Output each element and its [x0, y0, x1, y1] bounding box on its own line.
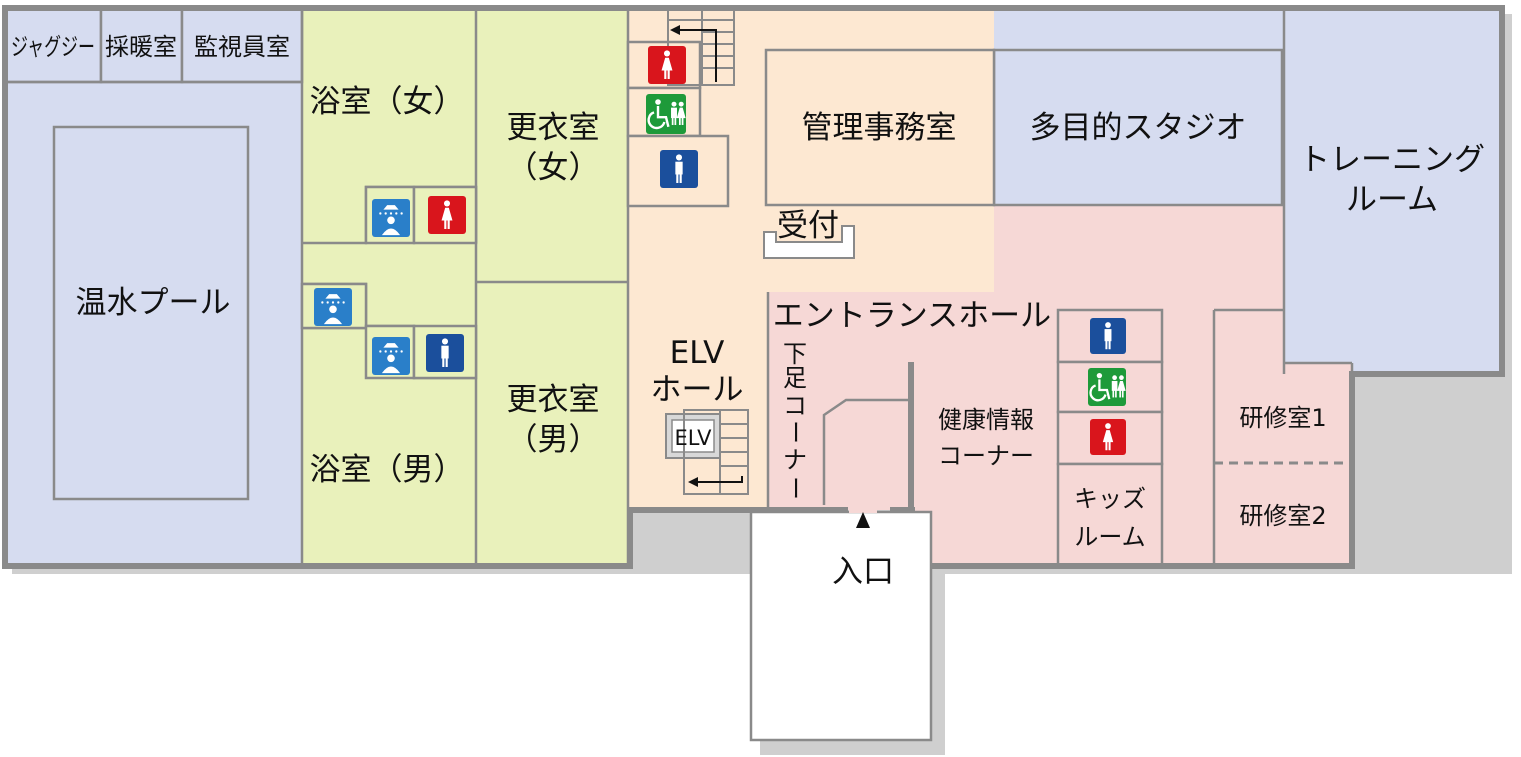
training-zone — [1284, 8, 1502, 374]
svg-text:足: 足 — [783, 364, 807, 392]
label-elv-hall-1: ELV — [670, 335, 725, 371]
entrance-porch — [749, 510, 933, 742]
jacuzzi-room — [3, 6, 103, 84]
label-lifeguard-room: 監視員室 — [194, 33, 290, 61]
entrance-arrow-icon — [856, 512, 870, 528]
toilet-male-icon — [660, 150, 698, 188]
label-study-room-1: 研修室1 — [1239, 404, 1326, 432]
label-management-office: 管理事務室 — [802, 110, 957, 146]
label-kids-room-1: キッズ — [1074, 485, 1146, 513]
toilet-female-icon — [648, 46, 686, 84]
label-locker-female-2: （女） — [507, 150, 600, 186]
shower-icon — [314, 288, 352, 326]
svg-text:ー: ー — [781, 420, 809, 444]
reception-counter — [763, 225, 855, 259]
label-training-room-2: ルーム — [1346, 182, 1438, 218]
svg-text:ナ: ナ — [783, 446, 807, 474]
svg-text:コ: コ — [783, 392, 807, 420]
svg-text:下: 下 — [783, 340, 807, 368]
label-warming-room: 採暖室 — [105, 33, 177, 61]
label-bath-female: 浴室（女） — [310, 84, 465, 120]
label-shoe-corner: 下 足 コ ー ナ ー — [781, 340, 809, 500]
label-entrance: 入口 — [832, 554, 894, 590]
label-warm-pool: 温水プール — [76, 285, 231, 321]
toilet-accessible-icon — [646, 94, 686, 134]
studio-top-strip — [994, 8, 1284, 50]
label-reception: 受付 — [777, 208, 839, 244]
entrance-door — [849, 505, 877, 513]
toilet-accessible-icon — [1088, 368, 1126, 406]
toilet-male-icon — [1090, 318, 1126, 354]
toilet-female-icon — [428, 196, 466, 234]
shower-icon — [372, 199, 410, 237]
label-elv-hall-2: ホール — [651, 372, 744, 408]
label-study-room-2: 研修室2 — [1239, 502, 1326, 530]
label-kids-room-2: ルーム — [1074, 523, 1145, 551]
label-locker-female-1: 更衣室 — [507, 110, 600, 146]
label-locker-male-1: 更衣室 — [507, 382, 600, 418]
pool-basin — [52, 125, 250, 501]
label-health-info-1: 健康情報 — [938, 406, 1034, 434]
toilet-male-icon — [426, 334, 464, 372]
label-health-info-2: コーナー — [938, 442, 1034, 470]
label-jacuzzi: ジャグジー — [11, 33, 95, 61]
svg-text:ー: ー — [781, 476, 809, 500]
office-room — [764, 48, 996, 207]
label-locker-male-2: （男） — [507, 422, 600, 458]
toilet-female-icon — [1090, 419, 1126, 455]
shower-icon — [372, 337, 410, 375]
label-entrance-hall: エントランスホール — [773, 298, 1051, 334]
label-training-room-1: トレーニング — [1299, 142, 1485, 178]
label-elv: ELV — [674, 426, 712, 450]
label-bath-male: 浴室（男） — [310, 452, 465, 488]
stairs-bottom — [683, 409, 749, 495]
label-multipurpose-studio: 多目的スタジオ — [1030, 110, 1247, 146]
